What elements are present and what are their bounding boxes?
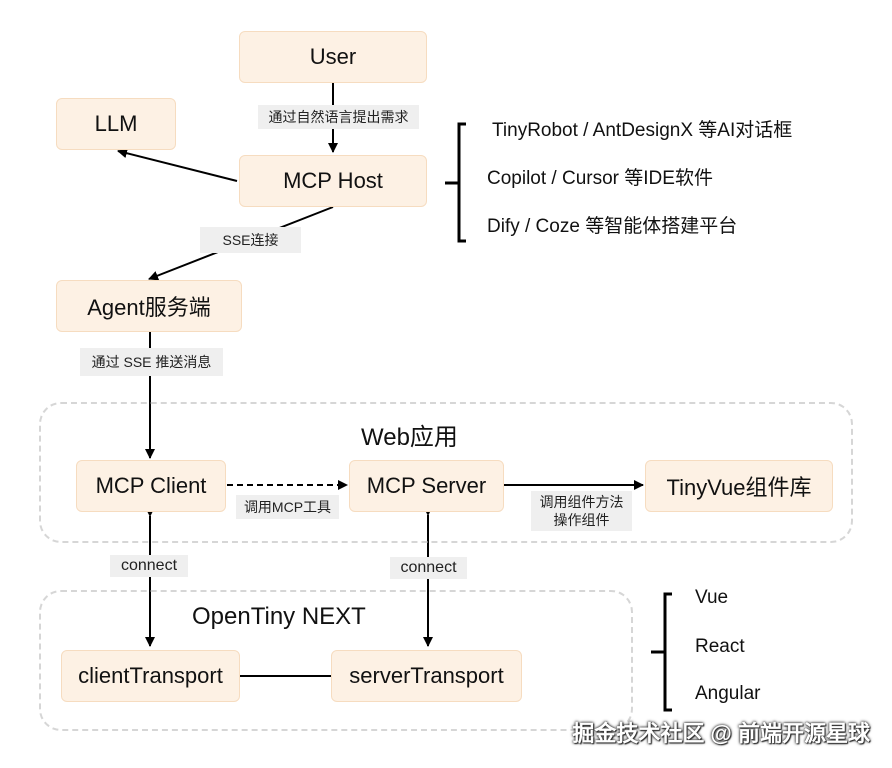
group-opentiny: [39, 590, 633, 731]
label-server-to-tinyvue-line1: 调用组件方法: [539, 494, 624, 510]
label-server-to-tinyvue: 调用组件方法 操作组件: [531, 491, 632, 531]
node-client-transport[interactable]: clientTransport: [61, 650, 240, 702]
host-example-3: Dify / Coze 等智能体搭建平台: [487, 216, 738, 237]
node-agent-server[interactable]: Agent服务端: [56, 280, 242, 332]
framework-angular: Angular: [695, 683, 761, 704]
node-mcp-host[interactable]: MCP Host: [239, 155, 427, 207]
brace-host-examples: [445, 122, 466, 243]
label-user-to-host: 通过自然语言提出需求: [258, 105, 419, 129]
group-web-app-title: Web应用: [361, 424, 458, 451]
label-host-to-agent: SSE连接: [200, 227, 301, 253]
node-tinyvue[interactable]: TinyVue组件库: [645, 460, 833, 512]
group-opentiny-title: OpenTiny NEXT: [192, 603, 366, 630]
node-server-transport[interactable]: serverTransport: [331, 650, 522, 702]
host-example-1: TinyRobot / AntDesignX 等AI对话框: [492, 120, 793, 141]
node-user[interactable]: User: [239, 31, 427, 83]
node-mcp-client[interactable]: MCP Client: [76, 460, 226, 512]
label-client-to-server: 调用MCP工具: [236, 495, 339, 519]
brace-frameworks: [651, 592, 672, 712]
watermark: 掘金技术社区 @ 前端开源星球: [572, 721, 870, 746]
framework-react: React: [695, 636, 745, 657]
arrow-host-to-llm: [117, 148, 238, 182]
group-web-app: [39, 402, 853, 543]
host-example-2: Copilot / Cursor 等IDE软件: [487, 168, 713, 189]
node-mcp-server[interactable]: MCP Server: [349, 460, 504, 512]
framework-vue: Vue: [695, 587, 729, 608]
label-agent-to-client: 通过 SSE 推送消息: [80, 348, 223, 376]
label-server-connect: connect: [390, 557, 467, 579]
node-llm[interactable]: LLM: [56, 98, 176, 150]
label-server-to-tinyvue-line2: 操作组件: [553, 512, 610, 528]
label-client-connect: connect: [110, 555, 188, 577]
